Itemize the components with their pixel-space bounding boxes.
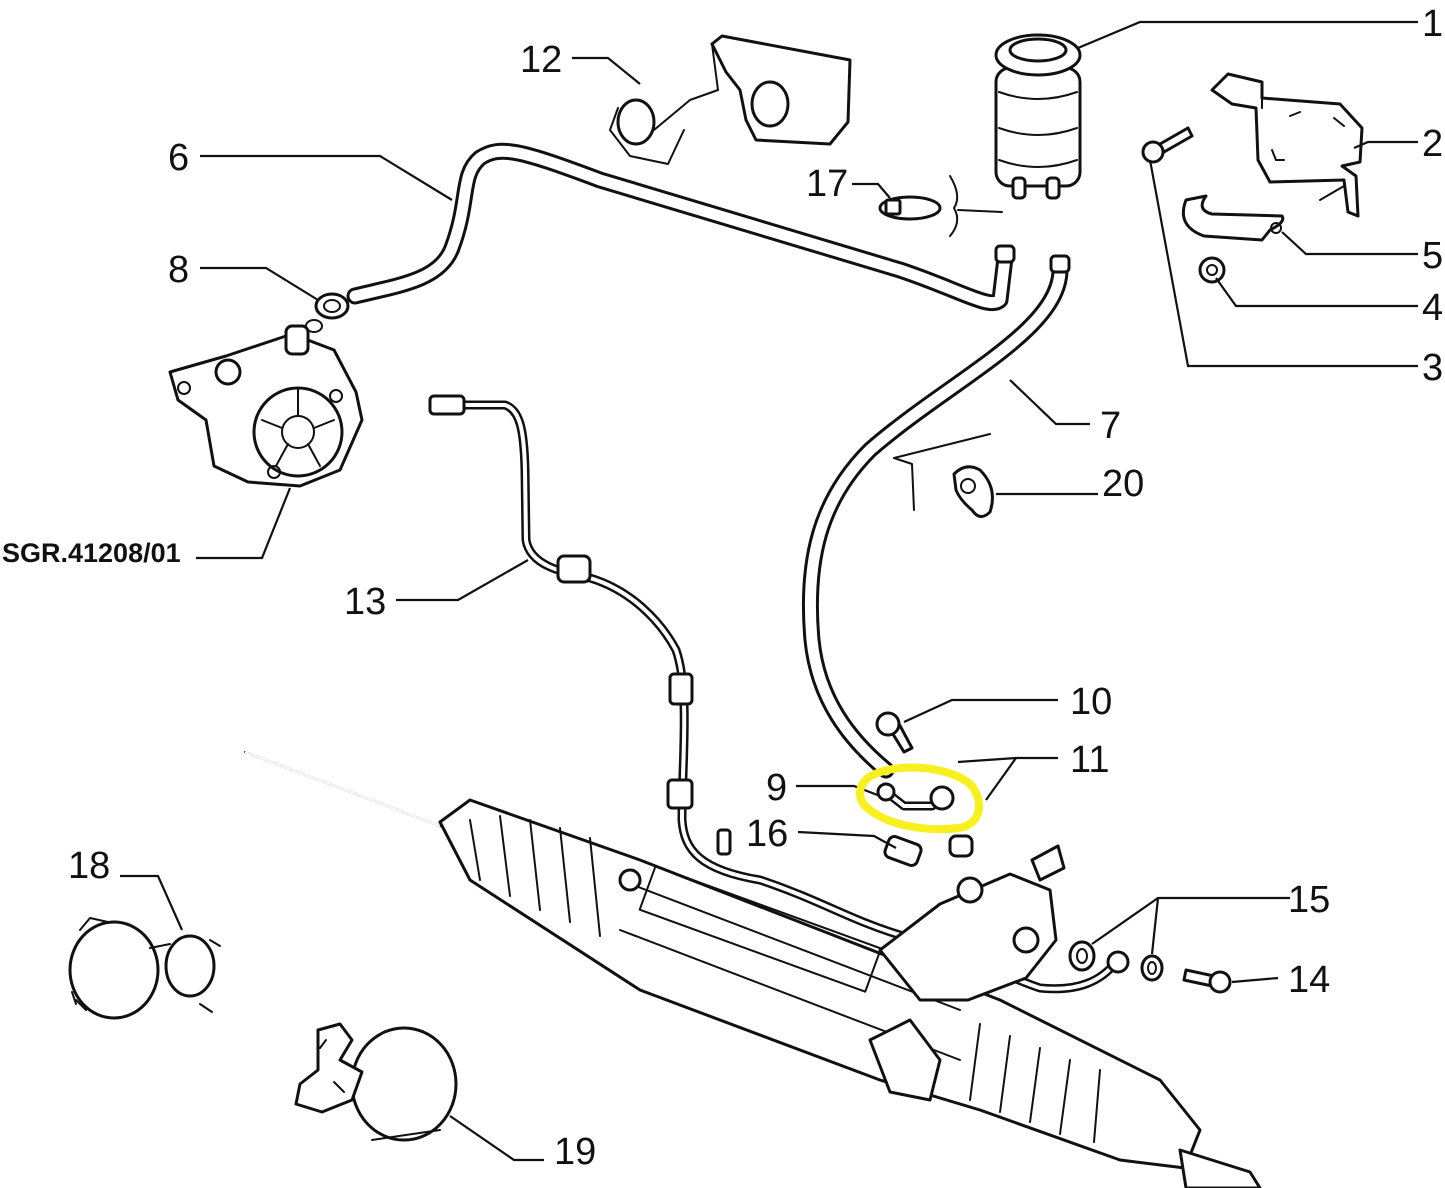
callout-16: 16: [746, 813, 788, 855]
reservoir-bracket-part: [1210, 72, 1364, 218]
callout-19: 19: [554, 1131, 596, 1173]
hose-clip-part-17: [878, 175, 1003, 237]
bolt-part-3: [1141, 126, 1194, 164]
leader-lines: [120, 20, 1418, 1162]
callout-8: 8: [168, 249, 189, 291]
callout-4: 4: [1422, 287, 1443, 329]
clamp-strap-part-5: [1181, 194, 1285, 242]
callout-18: 18: [68, 845, 110, 887]
return-hose-part-6: [346, 142, 1016, 312]
fitting-pipe-part-9: [876, 782, 974, 867]
callout-3: 3: [1422, 347, 1443, 389]
highlight-marker: [856, 763, 984, 834]
callout-11: 11: [1070, 739, 1109, 781]
callout-6: 6: [168, 137, 189, 179]
hose-support-bracket-part-12: [609, 34, 852, 165]
reservoir-part: [994, 33, 1082, 200]
callout-15: 15: [1288, 879, 1330, 921]
callout-12: 12: [520, 39, 562, 81]
callout-13: 13: [344, 581, 386, 623]
steering-pump: [168, 319, 364, 488]
steering-rack: [244, 751, 1262, 1188]
callout-2: 2: [1422, 123, 1443, 165]
callout-1: 1: [1422, 3, 1443, 45]
boot-clamp-part-18: [68, 917, 221, 1020]
callout-7: 7: [1100, 405, 1121, 447]
bolt-part-10: [875, 711, 914, 754]
callout-5: 5: [1422, 235, 1443, 277]
banjo-bolt-part-14: [1182, 968, 1232, 994]
callout-10: 10: [1070, 681, 1112, 723]
callout-14: 14: [1288, 959, 1330, 1001]
callout-20: 20: [1102, 463, 1144, 505]
callout-17: 17: [806, 163, 848, 205]
callout-9: 9: [766, 767, 787, 809]
clip-part-8: [314, 292, 350, 320]
boot-clamp-part-19: [294, 1022, 458, 1142]
seal-washers-part-15: [1068, 940, 1164, 982]
nut-part-4: [1198, 256, 1226, 284]
supply-hose-part-7: [801, 254, 1071, 779]
grommet-part-20: [893, 433, 994, 518]
pump-reference-label: SGR.41208/01: [2, 538, 181, 568]
